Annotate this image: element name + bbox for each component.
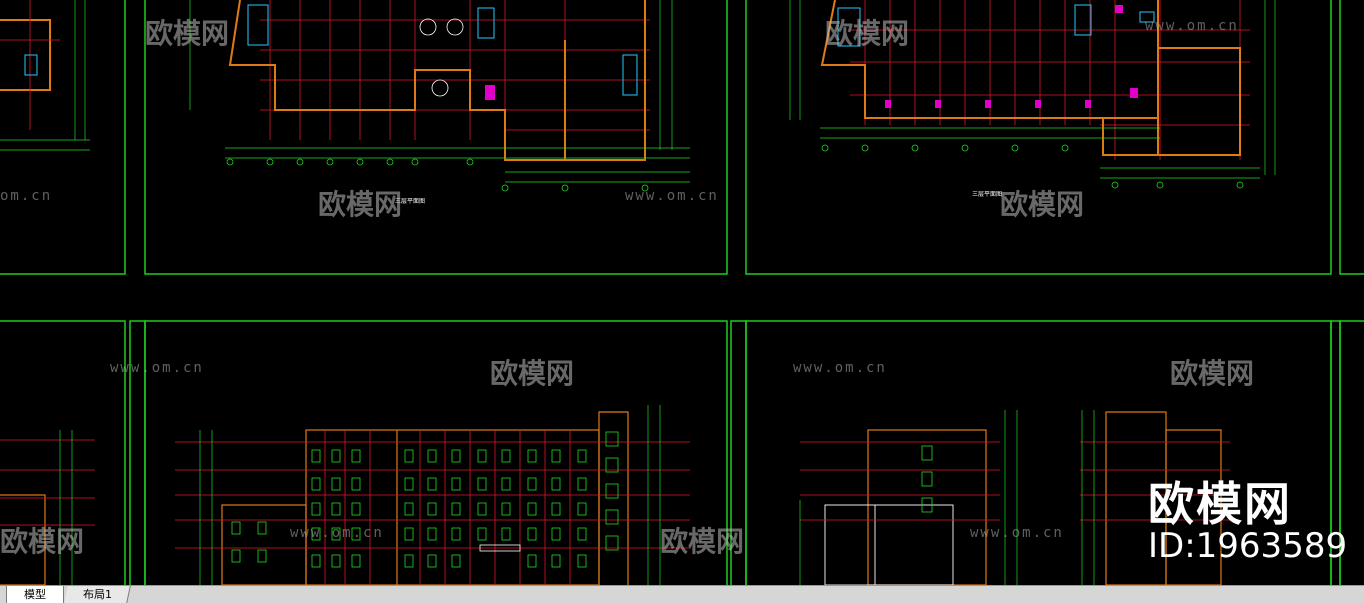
watermark-logo-text: 欧模网 [1148, 477, 1292, 531]
watermark-url: www.om.cn [793, 360, 887, 376]
watermark-url: www.om.cn [970, 525, 1064, 541]
watermark-url: www.om.cn [1145, 18, 1239, 34]
plan-1-title: 三层平面图 [395, 198, 425, 205]
watermark-brand: 欧模网 [490, 357, 575, 390]
watermark-url: www.om.cn [625, 188, 719, 204]
floor-plan-2[interactable]: 三层平面图 [789, 0, 1276, 198]
watermark-brand: 欧模网 [145, 17, 230, 50]
tab-layout-1[interactable]: 布局1 [64, 586, 131, 603]
cad-drawing-canvas[interactable]: 三层平面图 [0, 0, 1364, 585]
sheet-frames [0, 0, 1364, 585]
watermark-brand: 欧模网 [1170, 357, 1255, 390]
tab-model[interactable]: 模型 [6, 586, 64, 603]
floor-plan-1[interactable]: 三层平面图 [189, 0, 690, 205]
partial-elevation-left [0, 430, 95, 585]
watermark-id: ID:1963589 [1148, 526, 1348, 566]
cad-model-space[interactable]: 三层平面图 [0, 0, 1364, 585]
watermark-url: www.om.cn [110, 360, 204, 376]
watermark-url: www.om.cn [290, 525, 384, 541]
watermark-brand: 欧模网 [825, 17, 910, 50]
layout-tab-bar: 模型 布局1 [0, 585, 1364, 603]
watermark-url: om.cn [0, 188, 53, 204]
plan-2-title: 三层平面图 [972, 191, 1002, 198]
side-elevations[interactable] [799, 410, 1230, 585]
watermark-brand: 欧模网 [1000, 188, 1085, 221]
front-elevation[interactable] [175, 405, 690, 585]
tab-layout-1-label: 布局1 [82, 588, 112, 601]
floor-plan-0 [0, 0, 90, 151]
watermark-brand: 欧模网 [0, 525, 85, 558]
watermark-brand: 欧模网 [660, 525, 745, 558]
watermark-brand: 欧模网 [318, 188, 403, 221]
